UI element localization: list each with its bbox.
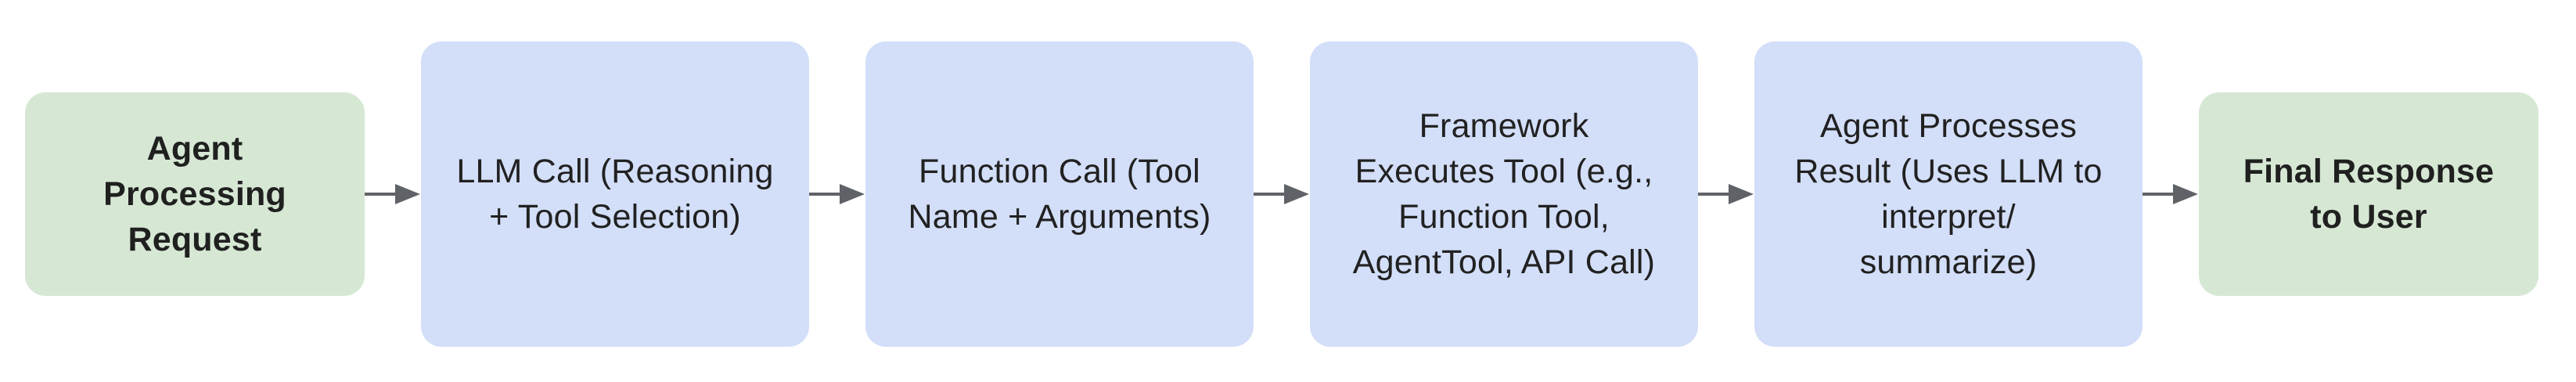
node-final-response-to-user: Final Response to User (2199, 92, 2538, 296)
node-final-response-to-user-label: Final Response to User (2243, 153, 2495, 236)
arrow-right-icon (809, 184, 865, 204)
node-agent-processing-request-label: Agent Processing Request (103, 130, 286, 258)
node-framework-executes-tool: Framework Executes Tool (e.g., Function … (1310, 41, 1698, 347)
node-agent-processes-result-label: Agent Processes Result (Uses LLM to inte… (1794, 107, 2103, 281)
arrow-right-icon (2142, 184, 2198, 204)
node-agent-processes-result: Agent Processes Result (Uses LLM to inte… (1754, 41, 2142, 347)
node-function-call: Function Call (Tool Name + Arguments) (865, 41, 1254, 347)
arrow-right-icon (365, 184, 420, 204)
arrow-right-icon (1254, 184, 1309, 204)
arrow-right-icon (1698, 184, 1754, 204)
node-llm-call: LLM Call (Reasoning + Tool Selection) (421, 41, 809, 347)
node-function-call-label: Function Call (Tool Name + Arguments) (908, 153, 1211, 236)
node-agent-processing-request: Agent Processing Request (25, 92, 365, 296)
node-framework-executes-tool-label: Framework Executes Tool (e.g., Function … (1352, 107, 1656, 281)
node-llm-call-label: LLM Call (Reasoning + Tool Selection) (456, 153, 774, 236)
